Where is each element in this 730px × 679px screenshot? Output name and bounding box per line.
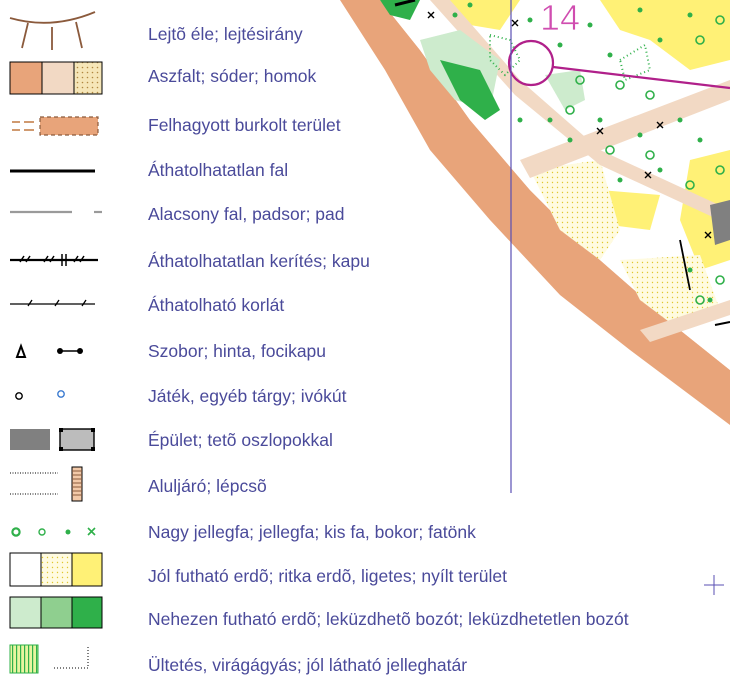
course-leg (552, 65, 730, 90)
legend-label-slope: Lejtõ éle; lejtésirány (148, 24, 303, 44)
fence (679, 239, 691, 291)
impassable-fence-symbol (10, 254, 98, 266)
big-tree-symbol (11, 527, 21, 537)
wall (714, 321, 730, 326)
gravel-swatch (41, 61, 75, 95)
passable-rail-symbol (10, 299, 95, 307)
green-mid (545, 70, 585, 110)
abandoned-paved-symbol (12, 116, 99, 136)
legend-label-low-wall: Alacsony fal, padsor; pad (148, 204, 345, 224)
legend-label-vegetation: Nehezen futható erdõ; leküzdhetõ bozót; … (148, 609, 629, 629)
building (710, 200, 730, 245)
fence (394, 0, 416, 7)
tree-symbol (38, 528, 46, 536)
tree-circles (565, 15, 725, 305)
impassable-thicket-swatch (71, 596, 103, 629)
slow-forest-swatch (9, 596, 42, 629)
underpass-symbol (10, 472, 58, 495)
legend-label-underpass: Aluljáró; lépcsõ (148, 476, 267, 496)
gravel-path (520, 80, 730, 178)
play-object-symbol (15, 392, 23, 400)
legend-label-trees: Nagy jellegfa; jellegfa; kis fa, bokor; … (148, 522, 476, 542)
legend-label-planting: Ültetés, virágágyás; jól látható jellegh… (148, 655, 468, 675)
legend-label-impassable-wall: Áthatolhatatlan fal (148, 160, 289, 180)
legend-label-statue: Szobor; hinta, focikapu (148, 341, 327, 361)
legend-label-impassable-fence: Áthatolhatatlan kerítés; kapu (148, 251, 370, 271)
small-tree-symbol (65, 529, 71, 535)
legend-label-building: Épület; tetõ oszlopokkal (148, 430, 333, 450)
swing-symbol (57, 348, 83, 354)
legend-label-runnable-forest: Jól futható erdõ; ritka erdõ, ligetes; n… (148, 566, 507, 586)
control-number: 14 (540, 0, 580, 38)
legend-symbols (9, 11, 103, 674)
stumps (427, 11, 712, 239)
rough-open-swatch (40, 552, 73, 587)
open-area (440, 0, 520, 30)
asphalt-road (340, 0, 730, 425)
legend-label-paved: Aszfalt; sóder; homok (148, 66, 317, 86)
green-dark (440, 60, 500, 120)
green-dark (380, 0, 420, 20)
asphalt-swatch (9, 61, 43, 95)
sand-swatch (73, 61, 103, 95)
vegetation-boundary-symbol (54, 646, 89, 669)
roof-swatch (59, 428, 95, 451)
gravel-path (640, 300, 730, 342)
planting-swatch (9, 644, 39, 674)
statue-symbol (15, 343, 27, 358)
dotted-boundary (618, 43, 652, 82)
building-swatch (10, 429, 50, 450)
rough-open-area (530, 160, 620, 260)
control-circle (507, 39, 555, 87)
gravel-path (430, 0, 730, 225)
legend-label-passable-rail: Áthatolható korlát (148, 295, 285, 315)
open-land-swatch (71, 552, 103, 587)
map-terrain: 14 (340, 0, 730, 595)
stairs-symbol (71, 466, 83, 502)
fountain-symbol (57, 390, 65, 398)
rough-open-area (620, 255, 720, 330)
slope-edge-symbol (9, 11, 96, 50)
tree-dots (452, 2, 713, 303)
open-area (600, 0, 730, 70)
passable-thicket-swatch (40, 596, 73, 629)
forest-white-swatch (9, 552, 42, 587)
legend-label-play-object: Játék, egyéb tárgy; ivókút (148, 386, 347, 406)
plus-mark (704, 575, 724, 595)
legend-label-abandoned-paved: Felhagyott burkolt terület (148, 115, 341, 135)
stump-symbol (87, 527, 96, 536)
